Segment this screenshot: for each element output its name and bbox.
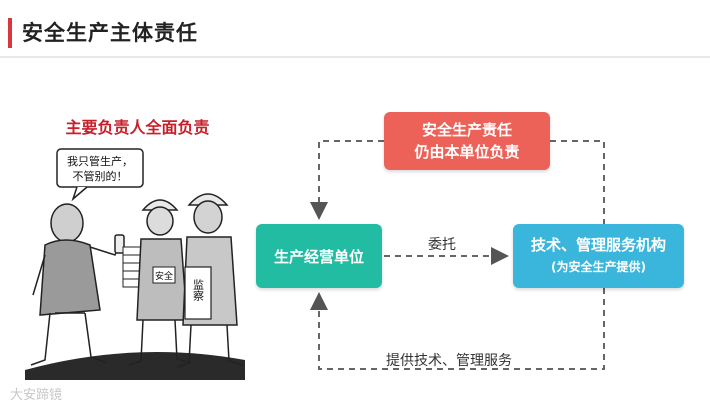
- speech-bubble: 我只管生产， 不管别的！: [56, 148, 144, 202]
- responsibility-box: 安全生产责任 仍由本单位负责: [384, 112, 550, 170]
- service-agency-title: 技术、管理服务机构: [530, 236, 666, 254]
- provide-services-label: 提供技术、管理服务: [386, 353, 512, 369]
- responsibility-line-2: 仍由本单位负责: [414, 143, 520, 161]
- arrow-responsibility-to-unit: [310, 140, 384, 220]
- cartoon-caption: 主要负责人全面负责: [65, 118, 210, 137]
- page-title: 安全生产主体责任: [22, 21, 198, 45]
- speech-line-1: 我只管生产，: [67, 154, 133, 168]
- production-unit-box: 生产经营单位: [256, 224, 382, 288]
- inspection-label: 监察: [192, 279, 205, 301]
- arrow-provide-services: [310, 288, 605, 370]
- connector-responsibility-to-service: [550, 140, 605, 224]
- service-agency-subtitle: (为安全生产提供): [551, 260, 646, 274]
- production-unit-label: 生产经营单位: [273, 247, 364, 266]
- service-agency-box: 技术、管理服务机构 (为安全生产提供): [513, 224, 684, 288]
- manager-figure: [30, 203, 125, 366]
- inspection-board: 监察: [184, 266, 212, 320]
- speech-line-2: 不管别的！: [73, 169, 128, 183]
- safety-badge: 安全: [152, 266, 176, 284]
- responsibility-line-1: 安全生产责任: [421, 121, 512, 139]
- header-divider: [0, 56, 710, 58]
- cartoon-illustration: 我只管生产， 不管别的！ 安全: [25, 148, 245, 380]
- watermark: 大安蹄镜: [10, 388, 63, 403]
- entrust-label: 委托: [428, 237, 456, 253]
- title-accent-bar: [8, 18, 12, 48]
- safety-badge-label: 安全: [155, 270, 173, 282]
